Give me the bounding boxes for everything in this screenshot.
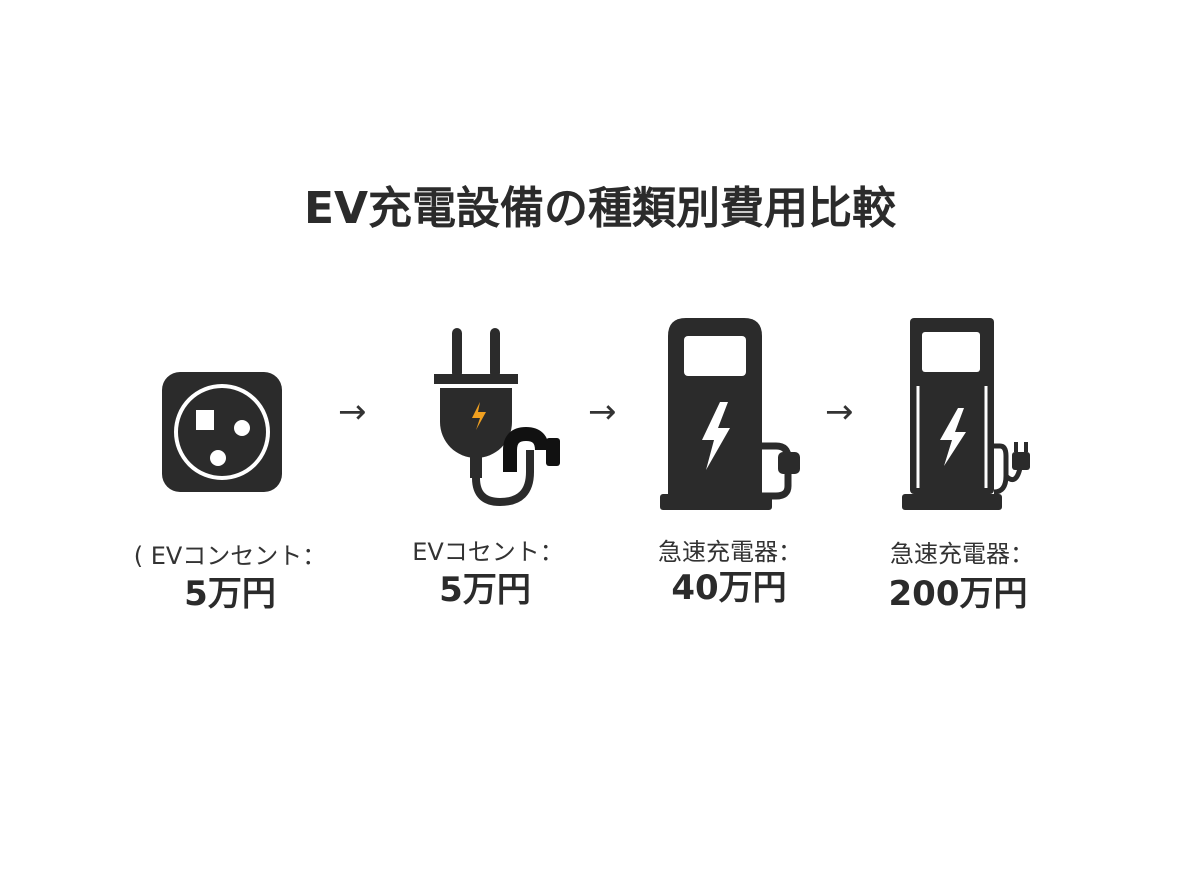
arrow-2: →: [588, 392, 617, 432]
charging-station-icon: [660, 318, 800, 510]
plug-icon: [434, 328, 560, 507]
item-label-plug: EVコセント：: [412, 538, 564, 566]
arrow-3: →: [825, 392, 854, 432]
page-title: EV充電設備の種類別費用比較: [303, 183, 897, 234]
item-label-charger: 急速充電器：: [658, 538, 802, 566]
item-price-charger: 40万円: [671, 568, 787, 608]
item-price-outlet: 5万円: [184, 574, 276, 614]
item-price-plug: 5万円: [439, 570, 531, 610]
fast-charger-icon: [902, 318, 1030, 510]
arrow-1: →: [338, 392, 367, 432]
outlet-icon: [162, 372, 282, 492]
item-label-fast-charger: 急速充電器：: [890, 540, 1034, 568]
item-label-outlet: ( EVコンセント：: [133, 542, 327, 570]
item-price-fast-charger: 200万円: [888, 574, 1028, 614]
